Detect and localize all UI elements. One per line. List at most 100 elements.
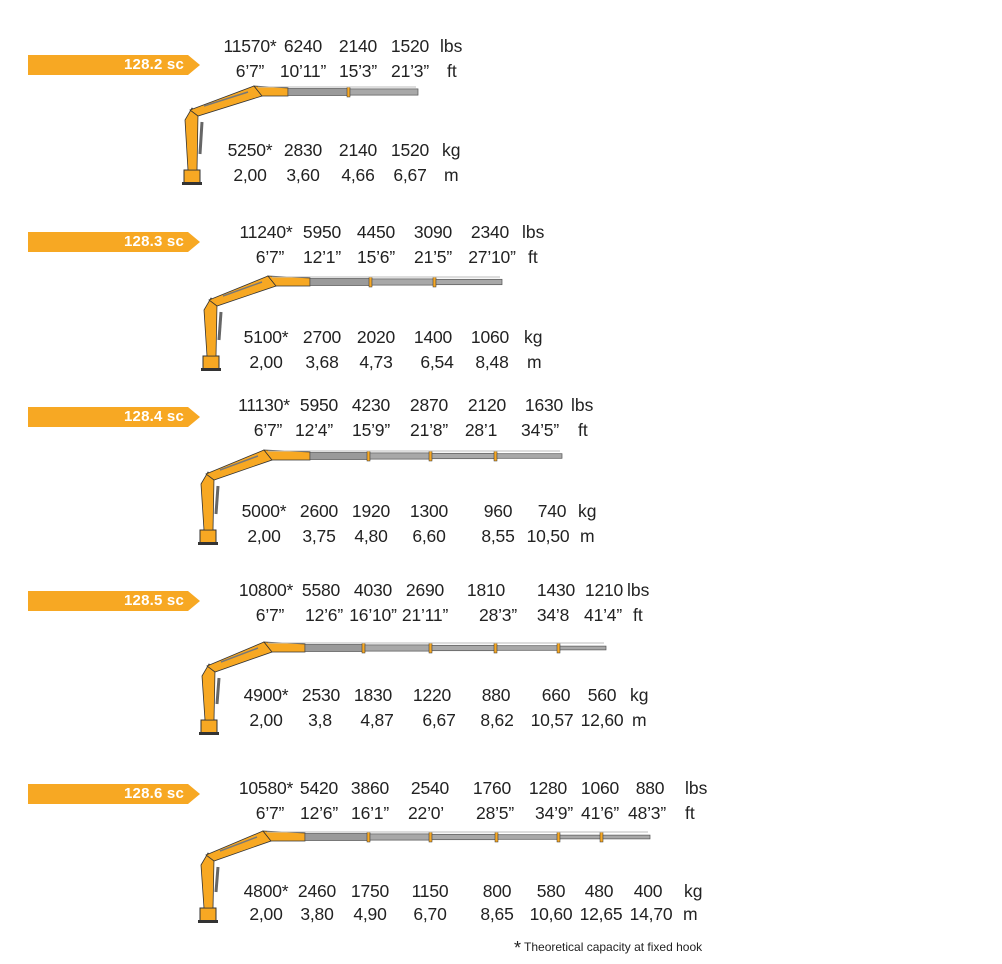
row-reach-ft: 6’7”12’6”16’1”22’0’28’5”34’9”41’6”48’3”f… — [0, 801, 1002, 825]
lift-cylinder — [217, 311, 223, 341]
value-cell: 15’6” — [357, 247, 395, 267]
value-cell: 4900* — [243, 685, 289, 705]
value-cell: 5580 — [301, 580, 341, 600]
unit-label: kg — [524, 327, 543, 347]
boom-extension — [496, 453, 563, 459]
value-cell: 1830 — [353, 685, 393, 705]
value-cell: 5100* — [243, 327, 289, 347]
main-boom-cylinder — [219, 455, 259, 471]
main-boom-cylinder — [222, 281, 263, 297]
value-cell: 560 — [587, 685, 617, 705]
value-cell: 10,60 — [529, 904, 573, 924]
value-cell: 1210 — [584, 580, 624, 600]
main-boom-cylinder — [219, 836, 258, 852]
crane-figure — [201, 275, 503, 371]
value-cell: 4,87 — [360, 710, 394, 730]
value-cell: 2120 — [467, 395, 507, 415]
main-boom-cylinder — [203, 91, 249, 107]
value-cell: 6,60 — [412, 526, 446, 546]
value-cell: 1430 — [536, 580, 576, 600]
value-cell: 1300 — [409, 501, 449, 521]
value-cell: 1630 — [524, 395, 564, 415]
value-cell: 480 — [584, 881, 614, 901]
value-cell: 1810 — [466, 580, 506, 600]
value-cell: 12’1” — [303, 247, 341, 267]
value-cell: 48’3” — [628, 803, 666, 823]
value-cell: 8,65 — [480, 904, 514, 924]
value-cell: 11570* — [223, 36, 277, 56]
tag-shape — [28, 55, 200, 75]
unit-label: ft — [447, 61, 457, 81]
crane-figure — [182, 85, 419, 185]
boom-extension — [497, 834, 561, 840]
value-cell: 15’9” — [352, 420, 390, 440]
crane-base-foot — [199, 732, 219, 735]
extension-joint — [428, 831, 433, 843]
value-cell: 22’0’ — [408, 803, 444, 823]
value-cell: 41’4” — [584, 605, 622, 625]
value-cell: 10’11” — [279, 61, 327, 81]
row-reach-ft: 6’7”10’11”15’3”21’3”ft — [0, 59, 1002, 83]
main-boom — [205, 830, 272, 862]
crane-base-foot — [198, 542, 218, 545]
value-cell: 8,48 — [475, 352, 509, 372]
value-cell: 4030 — [353, 580, 393, 600]
value-cell: 6,67 — [422, 710, 456, 730]
boom-extension — [431, 833, 499, 841]
value-cell: 5950 — [299, 395, 339, 415]
value-cell: 12’6” — [305, 605, 343, 625]
value-cell: 21’8” — [410, 420, 448, 440]
lift-cylinder — [198, 121, 204, 155]
value-cell: 2,00 — [247, 526, 281, 546]
boom-extension — [349, 88, 419, 96]
unit-label: m — [444, 165, 459, 185]
value-cell: 41’6” — [581, 803, 619, 823]
value-cell: 28’3” — [479, 605, 517, 625]
value-cell: 1060 — [580, 778, 620, 798]
value-cell: 3860 — [350, 778, 390, 798]
value-cell: 2020 — [356, 327, 396, 347]
value-cell: 1760 — [472, 778, 512, 798]
unit-label: m — [580, 526, 595, 546]
value-cell: 10,50 — [526, 526, 570, 546]
value-cell: 12’4” — [295, 420, 333, 440]
value-cell: 2830 — [283, 140, 323, 160]
value-cell: 4230 — [351, 395, 391, 415]
value-cell: 6’7” — [253, 420, 283, 440]
crane-figure — [198, 830, 651, 923]
value-cell: 400 — [633, 881, 663, 901]
value-cell: 6,54 — [420, 352, 454, 372]
value-cell: 1150 — [411, 881, 449, 901]
lift-cylinder — [215, 677, 221, 705]
unit-label: lbs — [627, 580, 650, 600]
extension-joint — [494, 831, 499, 843]
value-cell: 28’1 — [464, 420, 498, 440]
value-cell: 1400 — [413, 327, 453, 347]
value-cell: 4,80 — [354, 526, 388, 546]
value-cell: 580 — [536, 881, 566, 901]
value-cell: 4,90 — [353, 904, 387, 924]
model-tag: 128.3 sc — [28, 232, 200, 252]
row-reach-ft: 6’7”12’1”15’6”21’5”27’10”ft — [0, 245, 1002, 269]
boom-extension — [304, 833, 371, 841]
value-cell: 5250* — [227, 140, 273, 160]
unit-label: ft — [528, 247, 538, 267]
value-cell: 16’1” — [351, 803, 389, 823]
value-cell: 8,55 — [481, 526, 515, 546]
value-cell: 2,00 — [249, 904, 283, 924]
value-cell: 740 — [537, 501, 567, 521]
footnote-text: Theoretical capacity at fixed hook — [524, 940, 703, 954]
unit-label: lbs — [571, 395, 594, 415]
value-cell: 11130* — [238, 395, 290, 415]
boom-extension — [602, 834, 651, 840]
